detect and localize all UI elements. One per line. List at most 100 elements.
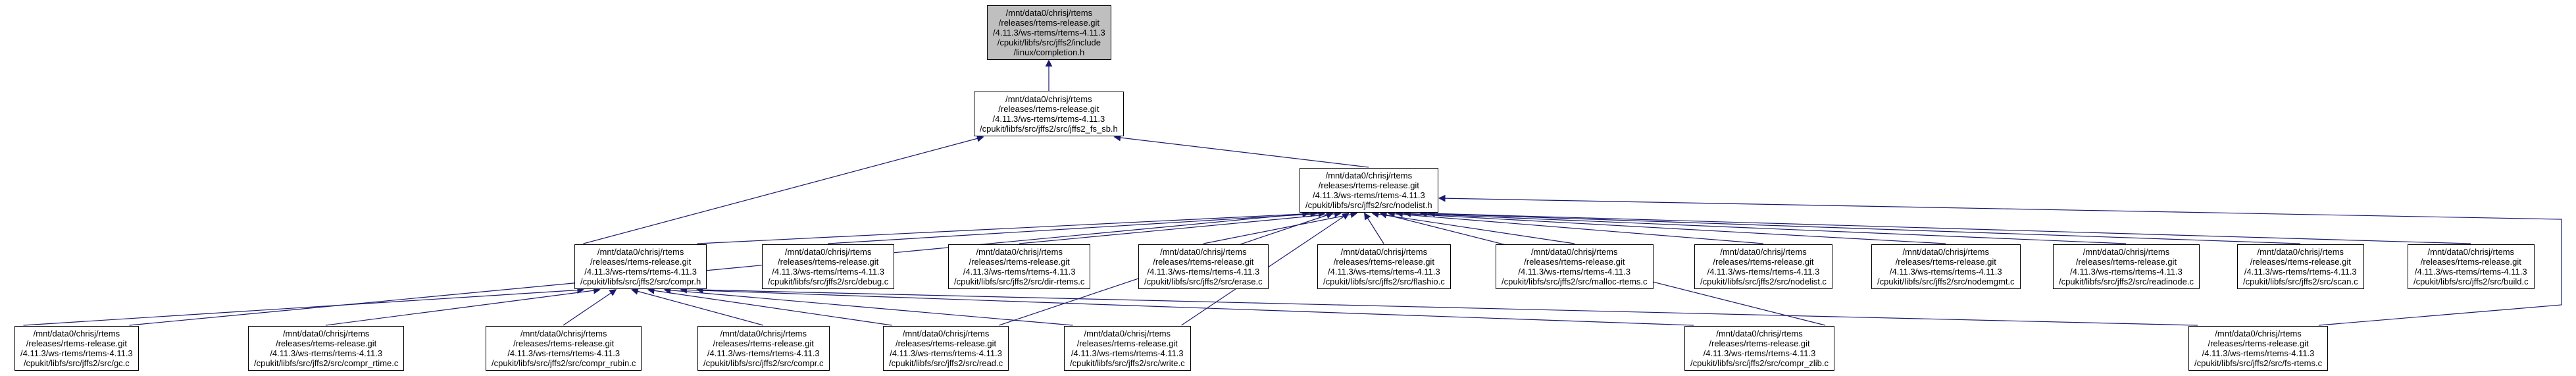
graph-node-label-line: /4.11.3/ws-rtems/rtems-4.11.3 [1312, 190, 1425, 200]
graph-node-label-line: /releases/rtems-release.git [590, 257, 692, 267]
include-edge-compr_rubin_c-to-compr_h [563, 289, 617, 326]
graph-node-label-line: /cpukit/libfs/src/jffs2/src/malloc-rtems… [1502, 277, 1648, 286]
graph-node-label-line: /4.11.3/ws-rtems/rtems-4.11.3 [1327, 267, 1440, 277]
include-edge-compr_c-to-compr_h [631, 288, 764, 326]
graph-node-label-line: /mnt/data0/chrisj/rtems [902, 329, 990, 338]
graph-node-label-line: /cpukit/libfs/src/jffs2/src/build.c [2413, 277, 2529, 286]
graph-node-compr_c[interactable]: /mnt/data0/chrisj/rtems/releases/rtems-r… [697, 326, 830, 371]
graph-node-label-line: /mnt/data0/chrisj/rtems [1325, 171, 1413, 180]
graph-node-erase_c[interactable]: /mnt/data0/chrisj/rtems/releases/rtems-r… [1138, 244, 1269, 289]
graph-node-read_c[interactable]: /mnt/data0/chrisj/rtems/releases/rtems-r… [883, 326, 1009, 371]
graph-node-label-line: /mnt/data0/chrisj/rtems [1902, 247, 1990, 257]
graph-node-label-line: /mnt/data0/chrisj/rtems [2257, 247, 2344, 257]
graph-node-label-line: /cpukit/libfs/src/jffs2/src/scan.c [2243, 277, 2358, 286]
graph-node-label-line: /cpukit/libfs/src/jffs2/src/compr_zlib.c [1690, 358, 1829, 368]
graph-node-build_c[interactable]: /mnt/data0/chrisj/rtems/releases/rtems-r… [2408, 244, 2535, 289]
graph-node-label-line: /releases/rtems-release.git [998, 18, 1099, 28]
graph-node-flashio_c[interactable]: /mnt/data0/chrisj/rtems/releases/rtems-r… [1317, 244, 1451, 289]
graph-node-label-line: /cpukit/libfs/src/jffs2/src/debug.c [768, 277, 889, 286]
graph-node-label-line: /linux/completion.h [1013, 47, 1085, 57]
graph-node-label-line: /4.11.3/ws-rtems/rtems-4.11.3 [707, 348, 820, 358]
graph-node-debug_c[interactable]: /mnt/data0/chrisj/rtems/releases/rtems-r… [762, 244, 895, 289]
graph-node-label-line: /cpukit/libfs/src/jffs2/src/readinode.c [2059, 277, 2194, 286]
graph-node-label-line: /cpukit/libfs/src/jffs2/src/nodelist.h [1305, 200, 1432, 210]
graph-node-label-line: /mnt/data0/chrisj/rtems [1005, 8, 1093, 18]
graph-node-write_c[interactable]: /mnt/data0/chrisj/rtems/releases/rtems-r… [1064, 326, 1191, 371]
include-edge-dir_rtems_c-to-nodelist_h [1019, 210, 1342, 244]
graph-node-label-line: /4.11.3/ws-rtems/rtems-4.11.3 [1889, 267, 2002, 277]
include-edge-fs_rtems_c-to-nodelist_h [1438, 194, 2562, 326]
graph-node-label-line: /releases/rtems-release.git [2075, 257, 2177, 267]
graph-node-malloc_rtems_c[interactable]: /mnt/data0/chrisj/rtems/releases/rtems-r… [1496, 244, 1654, 289]
graph-node-label-line: /cpukit/libfs/src/jffs2/src/gc.c [23, 358, 130, 368]
graph-node-label-line: /4.11.3/ws-rtems/rtems-4.11.3 [772, 267, 885, 277]
graph-node-jffs2_fs_sb_h[interactable]: /mnt/data0/chrisj/rtems/releases/rtems-r… [974, 92, 1124, 136]
include-edge-gc_c-to-nodelist_h [129, 210, 1310, 326]
graph-node-label-line: /cpukit/libfs/src/jffs2/src/compr_rtime.… [254, 358, 399, 368]
graph-node-label-line: /cpukit/libfs/src/jffs2/src/compr.h [580, 277, 701, 286]
graph-node-label-line: /mnt/data0/chrisj/rtems [1720, 247, 1807, 257]
graph-node-nodelist_c[interactable]: /mnt/data0/chrisj/rtems/releases/rtems-r… [1694, 244, 1832, 289]
graph-node-label-line: /releases/rtems-release.git [1076, 338, 1178, 348]
include-edge-read_c-to-compr_h [647, 286, 892, 326]
graph-node-label-line: /releases/rtems-release.git [998, 104, 1099, 114]
graph-node-label-line: /releases/rtems-release.git [1709, 338, 1810, 348]
include-edge-compr_h-to-nodelist_h [697, 210, 1318, 244]
graph-node-compr_rtime_c[interactable]: /mnt/data0/chrisj/rtems/releases/rtems-r… [248, 326, 405, 371]
graph-node-completion_h[interactable]: /mnt/data0/chrisj/rtems/releases/rtems-r… [987, 5, 1111, 60]
graph-node-label-line: /cpukit/libfs/src/jffs2/src/write.c [1070, 358, 1185, 368]
graph-node-label-line: /releases/rtems-release.git [1895, 257, 1996, 267]
graph-node-label-line: /4.11.3/ws-rtems/rtems-4.11.3 [270, 348, 383, 358]
graph-node-compr_h[interactable]: /mnt/data0/chrisj/rtems/releases/rtems-r… [574, 244, 707, 289]
graph-node-label-line: /4.11.3/ws-rtems/rtems-4.11.3 [2244, 267, 2357, 277]
graph-node-label-line: /mnt/data0/chrisj/rtems [597, 247, 684, 257]
graph-node-label-line: /cpukit/libfs/src/jffs2/src/flashio.c [1323, 277, 1445, 286]
graph-node-gc_c[interactable]: /mnt/data0/chrisj/rtems/releases/rtems-r… [14, 326, 139, 371]
graph-node-label-line: /mnt/data0/chrisj/rtems [2083, 247, 2170, 257]
include-edge-write_c-to-compr_h [663, 286, 1073, 326]
graph-node-label-line: /mnt/data0/chrisj/rtems [282, 329, 370, 338]
graph-node-label-line: /4.11.3/ws-rtems/rtems-4.11.3 [2202, 348, 2315, 358]
graph-node-label-line: /4.11.3/ws-rtems/rtems-4.11.3 [507, 348, 620, 358]
graph-node-label-line: /mnt/data0/chrisj/rtems [720, 329, 807, 338]
graph-node-readinode_c[interactable]: /mnt/data0/chrisj/rtems/releases/rtems-r… [2053, 244, 2200, 289]
graph-node-label-line: /releases/rtems-release.git [1713, 257, 1814, 267]
graph-node-label-line: /releases/rtems-release.git [895, 338, 997, 348]
graph-node-label-line: /releases/rtems-release.git [2208, 338, 2309, 348]
graph-node-label-line: /cpukit/libfs/src/jffs2/src/jffs2_fs_sb.… [980, 124, 1118, 134]
graph-node-label-line: /cpukit/libfs/src/jffs2/src/dir-rtems.c [954, 277, 1085, 286]
graph-node-nodelist_h[interactable]: /mnt/data0/chrisj/rtems/releases/rtems-r… [1300, 168, 1438, 213]
graph-node-label-line: /4.11.3/ws-rtems/rtems-4.11.3 [1518, 267, 1631, 277]
graph-node-nodemgmt_c[interactable]: /mnt/data0/chrisj/rtems/releases/rtems-r… [1871, 244, 2021, 289]
graph-node-label-line: /releases/rtems-release.git [713, 338, 814, 348]
graph-node-label-line: /releases/rtems-release.git [2420, 257, 2521, 267]
graph-node-label-line: /4.11.3/ws-rtems/rtems-4.11.3 [1147, 267, 1260, 277]
graph-node-label-line: /releases/rtems-release.git [276, 338, 377, 348]
graph-node-label-line: /mnt/data0/chrisj/rtems [1084, 329, 1171, 338]
graph-node-label-line: /releases/rtems-release.git [778, 257, 879, 267]
graph-node-label-line: /cpukit/libfs/src/jffs2/src/nodelist.c [1700, 277, 1827, 286]
graph-node-label-line: /mnt/data0/chrisj/rtems [784, 247, 872, 257]
graph-node-label-line: /mnt/data0/chrisj/rtems [1716, 329, 1803, 338]
graph-node-scan_c[interactable]: /mnt/data0/chrisj/rtems/releases/rtems-r… [2237, 244, 2364, 289]
graph-node-label-line: /cpukit/libfs/src/jffs2/src/nodemgmt.c [1877, 277, 2015, 286]
graph-node-dir_rtems_c[interactable]: /mnt/data0/chrisj/rtems/releases/rtems-r… [948, 244, 1091, 289]
graph-node-label-line: /releases/rtems-release.git [2250, 257, 2351, 267]
graph-node-label-line: /4.11.3/ws-rtems/rtems-4.11.3 [1707, 267, 1820, 277]
graph-node-label-line: /releases/rtems-release.git [1333, 257, 1434, 267]
graph-node-label-line: /mnt/data0/chrisj/rtems [976, 247, 1063, 257]
include-edge-nodemgmt_c-to-nodelist_h [1396, 210, 1946, 244]
graph-node-compr_rubin_c[interactable]: /mnt/data0/chrisj/rtems/releases/rtems-r… [486, 326, 642, 371]
graph-node-compr_zlib_c[interactable]: /mnt/data0/chrisj/rtems/releases/rtems-r… [1684, 326, 1834, 371]
include-edge-flashio_c-to-nodelist_h [1364, 212, 1384, 244]
include-edge-nodelist_h-to-jffs2_fs_sb_h [1113, 134, 1369, 168]
graph-node-label-line: /cpukit/libfs/src/jffs2/include [997, 38, 1101, 47]
graph-node-label-line: /4.11.3/ws-rtems/rtems-4.11.3 [890, 348, 1002, 358]
graph-node-label-line: /cpukit/libfs/src/jffs2/src/read.c [889, 358, 1003, 368]
graph-node-label-line: /4.11.3/ws-rtems/rtems-4.11.3 [1071, 348, 1184, 358]
graph-node-fs_rtems_c[interactable]: /mnt/data0/chrisj/rtems/releases/rtems-r… [2188, 326, 2329, 371]
graph-node-label-line: /4.11.3/ws-rtems/rtems-4.11.3 [20, 348, 133, 358]
graph-node-label-line: /cpukit/libfs/src/jffs2/src/fs-rtems.c [2194, 358, 2323, 368]
graph-node-label-line: /cpukit/libfs/src/jffs2/src/erase.c [1144, 277, 1263, 286]
